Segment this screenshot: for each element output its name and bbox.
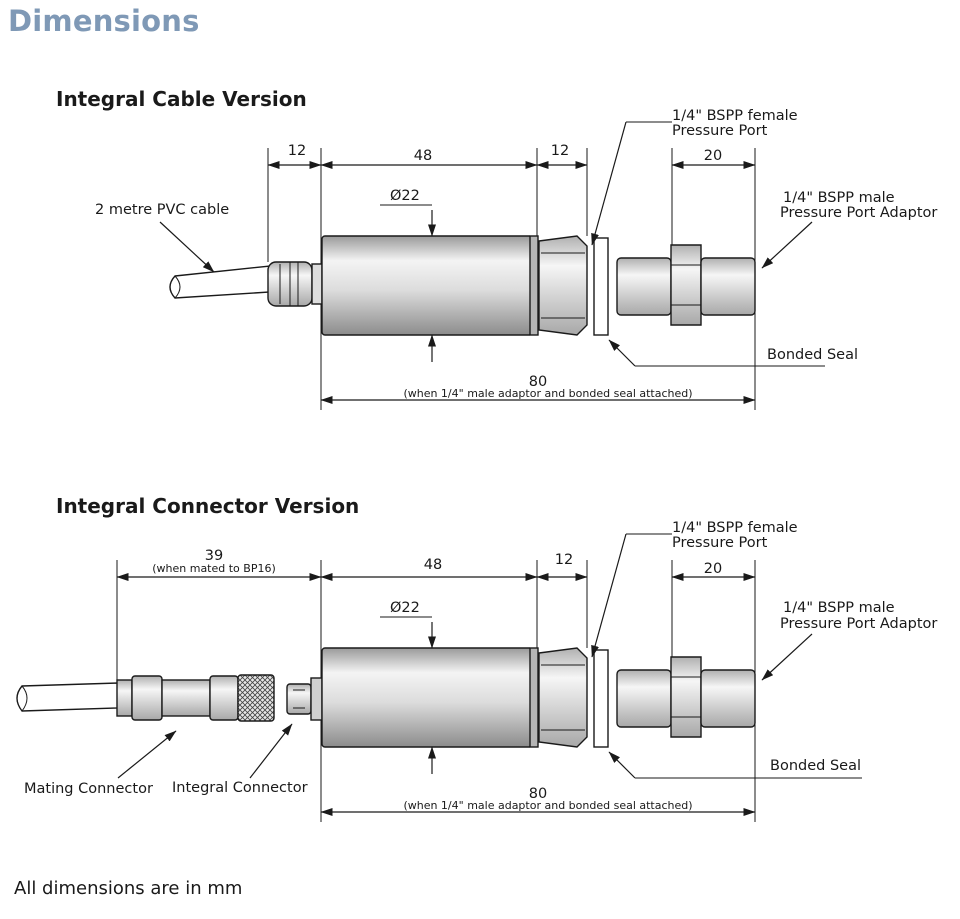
label-mating-connector: Mating Connector — [24, 781, 153, 797]
label-male-2: Pressure Port Adaptor — [780, 205, 937, 221]
dim-body-2: 48 — [424, 557, 442, 573]
pvc-cable — [169, 265, 271, 299]
dim-overall-note: (when 1/4" male adaptor and bonded seal … — [403, 387, 692, 400]
dim-hex-2: 12 — [555, 552, 573, 568]
dim-body: 48 — [414, 148, 432, 164]
bonded-seal — [593, 237, 609, 336]
hex-port-2 — [538, 647, 588, 748]
dim-adaptor: 20 — [704, 148, 722, 164]
dim-connector: 39 — [205, 548, 223, 564]
label-male-2-b: Pressure Port Adaptor — [780, 616, 937, 632]
cable-gland — [267, 261, 323, 307]
sensor-body — [321, 235, 533, 336]
label-seal: Bonded Seal — [767, 347, 858, 363]
sensor-body-2 — [321, 647, 533, 748]
dim-adaptor-2: 20 — [704, 561, 722, 577]
page-title: Dimensions — [8, 4, 200, 38]
dim-overall-2: 80 — [529, 786, 547, 802]
male-adaptor-2 — [616, 656, 756, 738]
label-female-1-b: 1/4" BSPP female — [672, 520, 798, 536]
male-adaptor — [616, 244, 756, 326]
label-cable: 2 metre PVC cable — [95, 202, 229, 218]
mating-connector — [116, 674, 275, 722]
connector-version-heading: Integral Connector Version — [56, 494, 360, 518]
units-note: All dimensions are in mm — [14, 878, 243, 899]
connector-cable — [16, 682, 119, 712]
dim-gland: 12 — [288, 143, 306, 159]
label-male-1-b: 1/4" BSPP male — [783, 600, 895, 616]
label-female-2-b: Pressure Port — [672, 535, 768, 551]
label-seal-b: Bonded Seal — [770, 758, 861, 774]
cable-version-drawing: 12 48 12 20 — [95, 108, 937, 410]
connector-version-drawing: 39 (when mated to BP16) 48 12 20 — [16, 520, 937, 822]
integral-connector — [286, 677, 323, 721]
diameter-label: Ø22 — [390, 188, 420, 204]
label-male-1: 1/4" BSPP male — [783, 190, 895, 206]
dim-overall: 80 — [529, 374, 547, 390]
diameter-label-2: Ø22 — [390, 600, 420, 616]
label-integral-connector: Integral Connector — [172, 780, 308, 796]
dim-connector-note: (when mated to BP16) — [152, 562, 276, 575]
dim-overall-note-2: (when 1/4" male adaptor and bonded seal … — [403, 799, 692, 812]
bonded-seal-2 — [593, 649, 609, 748]
cable-version-heading: Integral Cable Version — [56, 87, 307, 111]
label-female-1: 1/4" BSPP female — [672, 108, 798, 124]
dim-hex: 12 — [551, 143, 569, 159]
hex-port — [538, 235, 588, 336]
label-female-2: Pressure Port — [672, 123, 768, 139]
